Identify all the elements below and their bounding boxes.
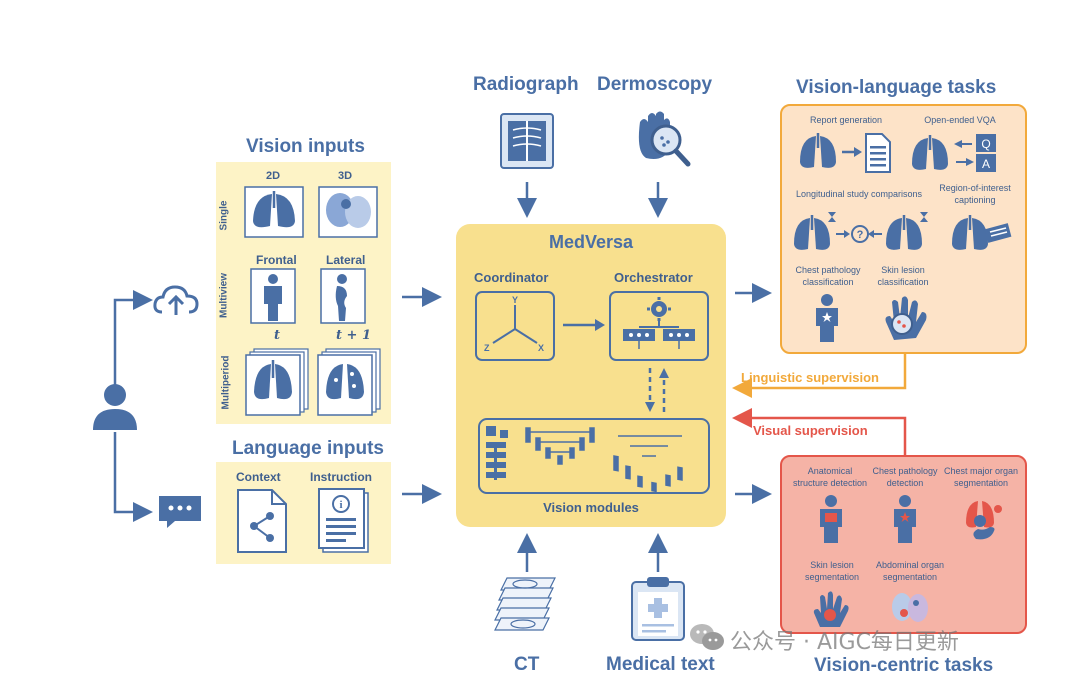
visual-supervision-path <box>732 408 907 455</box>
medversa-panel: MedVersa Coordinator Orchestrator Y Z X <box>456 224 726 527</box>
roi-captioning-icon <box>952 215 1012 250</box>
chest-pathology-body-icon <box>816 294 838 342</box>
chest-organ-seg-icon <box>966 501 1002 540</box>
anatomical-body-icon <box>820 495 842 543</box>
coordinator-label: Coordinator <box>474 270 549 285</box>
medical-text-label: Medical text <box>606 654 715 675</box>
abdominal-seg-label: Abdominal organ segmentation <box>875 560 945 582</box>
user-to-language-connector <box>113 432 153 522</box>
report-generation-label: Report generation <box>809 115 883 125</box>
roi-captioning-label: Region-of-interest captioning <box>939 183 1011 205</box>
chest-pathology-det-body-icon <box>894 495 916 543</box>
cloud-upload-icon <box>153 285 199 315</box>
vision-inputs-panel: 2D 3D Single Multiview Multiperiod Front… <box>216 162 391 424</box>
col-2d-label: 2D <box>266 170 281 182</box>
t-plus-1-label: t + 1 <box>336 328 371 343</box>
medversa-title: MedVersa <box>548 232 634 252</box>
coordinator-to-orchestrator-arrow <box>563 319 605 331</box>
frontal-body-icon <box>250 268 296 324</box>
row-single-label: Single <box>218 200 230 231</box>
orchestrator-modules-dashed-arrows <box>645 368 669 412</box>
lungs-2d-icon <box>244 186 304 238</box>
orchestrator-hierarchy-icon <box>609 291 709 361</box>
coordinator-axes-icon: Y Z X <box>475 291 555 361</box>
skin-lesion-class-label: Skin lesion classification <box>877 265 929 287</box>
vc-tasks-panel: Anatomical structure detection Chest pat… <box>780 455 1027 634</box>
vision-modules-label: Vision modules <box>543 500 639 515</box>
wechat-logo-icon <box>690 624 724 650</box>
lateral-body-icon <box>320 268 366 324</box>
medical-clipboard-icon <box>631 577 685 641</box>
chest-pathology-det-label: Chest pathology detection <box>872 466 938 488</box>
chat-bubble-icon <box>159 496 201 528</box>
skin-lesion-hand-icon <box>885 296 927 340</box>
vqa-q-text: Q <box>981 137 990 151</box>
longitudinal-label: Longitudinal study comparisons <box>795 189 923 199</box>
abdominal-seg-icon <box>892 593 928 622</box>
anatomical-detection-label: Anatomical structure detection <box>792 466 868 488</box>
linguistic-supervision-label: Linguistic supervision <box>741 370 879 385</box>
radiograph-label: Radiograph <box>473 74 579 95</box>
open-vqa-label: Open-ended VQA <box>924 115 996 125</box>
frontal-label: Frontal <box>256 253 297 267</box>
vl-tasks-title: Vision-language tasks <box>796 77 997 98</box>
orchestrator-label: Orchestrator <box>614 270 693 285</box>
chest-pathology-class-label: Chest pathology classification <box>795 265 861 287</box>
lungs-3d-icon <box>318 186 378 238</box>
row-multiperiod-label: Multiperiod <box>220 355 232 410</box>
axis-x-label: X <box>538 343 544 353</box>
radiograph-icon <box>500 113 554 169</box>
vision-inputs-title: Vision inputs <box>246 136 365 157</box>
skin-lesion-seg-hand-icon <box>813 591 849 627</box>
t-label: t <box>274 328 281 343</box>
axis-z-label: Z <box>484 343 490 353</box>
svg-text:i: i <box>339 499 342 511</box>
ct-stack-icon <box>494 577 556 631</box>
multiperiod-2d-stack-icon <box>245 348 309 416</box>
dermoscopy-label: Dermoscopy <box>597 74 713 95</box>
user-icon <box>93 384 137 430</box>
instruction-label: Instruction <box>310 470 372 484</box>
open-vqa-icon: Q A <box>912 134 996 172</box>
multiperiod-3d-stack-icon <box>317 348 381 416</box>
share-document-icon <box>237 489 287 553</box>
skin-lesion-seg-label: Skin lesion segmentation <box>804 560 860 582</box>
report-generation-icon <box>800 133 891 173</box>
language-inputs-panel: Context Instruction i <box>216 462 391 564</box>
watermark-text: 公众号 · AIGC每日更新 <box>730 630 959 655</box>
col-3d-label: 3D <box>338 170 353 182</box>
longitudinal-comparison-icon: ? <box>794 212 928 250</box>
language-inputs-title: Language inputs <box>232 438 384 459</box>
dermoscopy-icon <box>638 111 691 167</box>
vc-tasks-title: Vision-centric tasks <box>814 655 994 676</box>
linguistic-supervision-path <box>732 352 907 398</box>
vl-tasks-panel: Report generation Open-ended VQA Q A Lon… <box>780 104 1027 354</box>
user-to-vision-connector <box>113 290 153 385</box>
chest-organ-seg-label: Chest major organ segmentation <box>943 466 1019 488</box>
vision-modules-icon <box>478 418 710 494</box>
visual-supervision-label: Visual supervision <box>753 423 868 438</box>
row-multiview-label: Multiview <box>218 273 230 319</box>
ct-label: CT <box>514 654 540 675</box>
axis-y-label: Y <box>512 295 518 305</box>
instruction-document-icon: i <box>318 488 369 553</box>
context-label: Context <box>236 470 281 484</box>
vqa-a-text: A <box>982 157 990 171</box>
lateral-label: Lateral <box>326 253 366 267</box>
svg-text:?: ? <box>857 229 864 241</box>
